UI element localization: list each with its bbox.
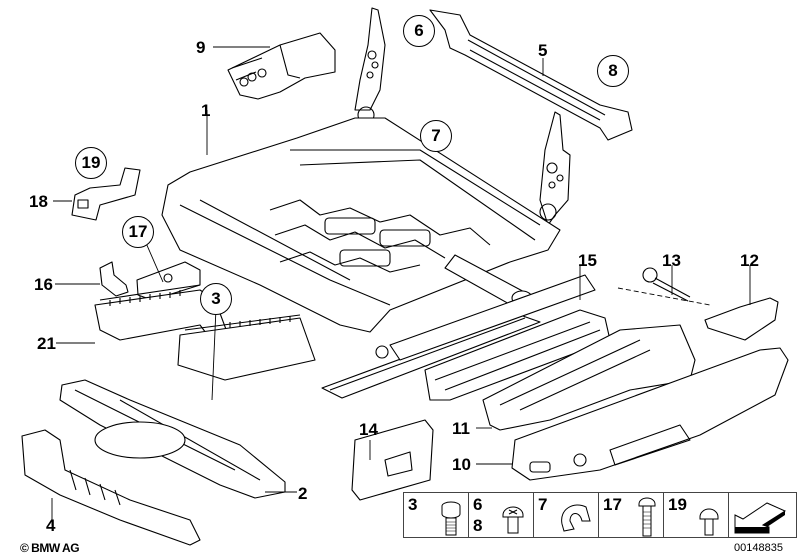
hinge-plate-right — [539, 111, 571, 226]
callout-18: 18 — [29, 193, 48, 210]
direction-arrow-icon — [734, 502, 787, 534]
callout-8: 8 — [597, 55, 629, 87]
legend-number: 7 — [538, 495, 548, 514]
part-2-seat-pan — [59, 379, 286, 499]
callout-19: 19 — [75, 147, 107, 179]
hinge-plate-left — [354, 7, 386, 124]
callout-9: 9 — [196, 39, 205, 56]
diagram-number: 00148835 — [734, 542, 783, 554]
callout-19-text: 19 — [81, 153, 101, 172]
part-13-bolt — [642, 267, 691, 302]
seat-rails — [321, 274, 596, 399]
legend-number: 17 — [603, 495, 622, 514]
callout-3: 3 — [200, 283, 232, 315]
part-16-clip — [99, 261, 129, 297]
part-4-front-trim — [21, 429, 201, 546]
legend-cell-3: 3 — [404, 493, 469, 537]
callout-11-text: 11 — [452, 419, 470, 438]
legend-cell-7: 7 — [534, 493, 599, 537]
callout-7: 7 — [420, 120, 452, 152]
part-9-bracket — [227, 32, 336, 100]
legend-cell-19: 19 — [664, 493, 729, 537]
callout-15: 15 — [578, 252, 597, 269]
callout-5: 5 — [538, 42, 547, 59]
callout-15-text: 15 — [578, 251, 597, 270]
callout-2: 2 — [298, 485, 307, 502]
callout-8-text: 8 — [608, 61, 618, 80]
callout-12-text: 12 — [740, 251, 759, 270]
callout-5-text: 5 — [538, 41, 548, 60]
callout-2-text: 2 — [298, 484, 308, 503]
callout-21: 21 — [37, 335, 56, 352]
callout-12: 12 — [740, 252, 759, 269]
callout-16: 16 — [34, 276, 53, 293]
callout-13-text: 13 — [662, 251, 681, 270]
legend-number: 8 — [473, 516, 483, 535]
callout-7-text: 7 — [431, 126, 441, 145]
callout-3-text: 3 — [211, 289, 221, 308]
leader-lines — [51, 46, 751, 525]
part-1-seat-frame — [161, 117, 561, 359]
part-12-end-cap — [704, 297, 779, 341]
callout-13: 13 — [662, 252, 681, 269]
part-5-cross-tube — [429, 9, 633, 141]
callout-1-text: 1 — [201, 101, 211, 120]
phillips-screw-icon — [502, 506, 524, 534]
legend-number: 3 — [408, 495, 418, 514]
part-18-connector-bracket — [71, 167, 141, 221]
part-10-side-trim-outer — [511, 347, 789, 481]
part-14-small-cover — [351, 419, 434, 501]
legend-cell-6-8: 6 8 — [469, 493, 534, 537]
callout-21-text: 21 — [37, 334, 56, 353]
callout-14: 14 — [359, 421, 378, 438]
torx-cap-screw-icon — [441, 501, 461, 536]
callout-14-text: 14 — [359, 420, 378, 439]
callout-11: 11 — [452, 420, 470, 437]
legend-cell-arrow — [729, 493, 796, 537]
part-21-heating-mat — [94, 284, 316, 381]
callout-17-text: 17 — [128, 222, 148, 241]
callout-9-text: 9 — [196, 38, 206, 57]
legend-cell-17: 17 — [599, 493, 664, 537]
callout-16-text: 16 — [34, 275, 53, 294]
short-torx-screw-icon — [699, 508, 719, 536]
legend-number: 19 — [668, 495, 687, 514]
callout-10-text: 10 — [452, 455, 471, 474]
fastener-legend: 3 6 8 7 17 19 — [403, 492, 797, 538]
part-11-side-trim-inner — [482, 324, 696, 431]
clip-icon — [561, 504, 591, 532]
callout-6-text: 6 — [414, 21, 424, 40]
copyright: © BMW AG — [20, 541, 80, 555]
long-torx-screw-icon — [638, 497, 656, 537]
legend-number: 6 — [473, 495, 483, 514]
callout-4: 4 — [46, 517, 55, 534]
callout-18-text: 18 — [29, 192, 48, 211]
callout-10: 10 — [452, 456, 471, 473]
callout-1: 1 — [201, 102, 210, 119]
callout-4-text: 4 — [46, 516, 56, 535]
callout-6: 6 — [403, 15, 435, 47]
callout-17: 17 — [122, 216, 154, 248]
